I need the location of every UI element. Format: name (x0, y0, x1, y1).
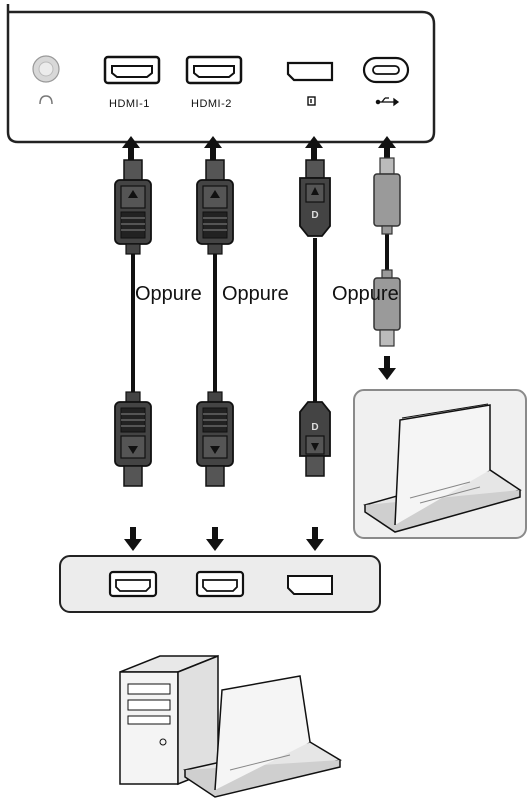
usb-symbol-icon (375, 97, 400, 107)
hdmi-port-icon (108, 570, 158, 598)
laptop-icon (363, 403, 522, 533)
port-label-hdmi-1: HDMI-1 (109, 98, 150, 110)
headphone-jack-icon (32, 55, 60, 105)
usb-c-port-icon (362, 56, 410, 107)
port-label-hdmi-2: HDMI-2 (191, 98, 232, 110)
separator-text-2: Oppure (222, 283, 289, 305)
svg-text:D: D (311, 210, 318, 221)
hdmi-port-icon (195, 570, 245, 598)
monitor-port-panel (6, 4, 436, 144)
arrow-down-icon (206, 527, 224, 551)
separator-text-3: Oppure (332, 283, 399, 305)
pc-port-panel (59, 555, 381, 613)
displayport-cable: D D (299, 159, 331, 477)
arrow-down-icon (306, 527, 324, 551)
arrow-down-icon (124, 527, 142, 551)
hdmi-cable-2 (196, 159, 234, 487)
svg-text:D: D (311, 422, 318, 433)
desktop-tower-icon (119, 654, 219, 786)
usb-c-cable (373, 157, 401, 347)
hdmi-1-port-icon (103, 55, 161, 85)
hdmi-cable-1 (114, 159, 152, 487)
laptop-frame (353, 389, 527, 539)
displayport-port-icon (286, 61, 334, 106)
laptop-icon (183, 675, 342, 798)
separator-text-1: Oppure (135, 283, 202, 305)
displayport-port-icon (287, 575, 333, 595)
hdmi-2-port-icon (185, 55, 243, 85)
arrow-down-icon (378, 356, 396, 380)
